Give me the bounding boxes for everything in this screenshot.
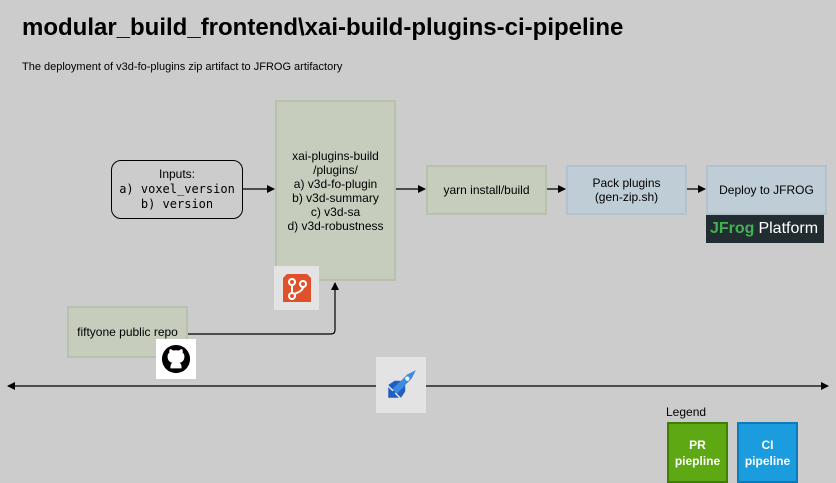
legend-ci-line1: CI	[761, 437, 774, 452]
arrow-fiftyone-to-build	[188, 282, 339, 335]
legend-pr-line1: PR	[689, 437, 706, 452]
inputs-line-version: b) version	[140, 197, 214, 211]
github-icon	[156, 339, 196, 379]
fiftyone-repo-box: fiftyone public repo	[67, 306, 188, 358]
build-line: c) v3d-sa	[310, 204, 361, 219]
build-line: /plugins/	[313, 162, 358, 177]
yarn-install-box: yarn install/build	[426, 165, 547, 215]
legend-pr-pipeline: PR piepline	[667, 422, 728, 483]
deploy-jfrog-label: Deploy to JFROG	[719, 183, 814, 197]
pack-plugins-script: (gen-zip.sh)	[594, 190, 659, 204]
build-plugins-box: xai-plugins-build /plugins/ a) v3d-fo-pl…	[275, 100, 396, 281]
inputs-box: Inputs: a) voxel_version b) version	[111, 160, 243, 219]
jfrog-brand: JFrog	[710, 220, 755, 237]
diagram-title: modular_build_frontend\xai-build-plugins…	[22, 14, 624, 41]
deploy-jfrog-box: Deploy to JFROG	[706, 165, 827, 215]
build-line: b) v3d-summary	[292, 190, 379, 205]
inputs-line-voxel-version: a) voxel_version	[119, 182, 235, 196]
azure-pipelines-icon	[376, 357, 426, 413]
inputs-heading: Inputs:	[158, 167, 196, 181]
jfrog-product: Platform	[758, 220, 819, 237]
legend-ci-line2: pipeline	[744, 453, 791, 468]
pack-plugins-box: Pack plugins (gen-zip.sh)	[566, 165, 687, 215]
legend-label: Legend	[666, 405, 707, 419]
build-line: d) v3d-robustness	[287, 218, 384, 233]
fiftyone-repo-label: fiftyone public repo	[77, 325, 178, 339]
pack-plugins-label: Pack plugins	[592, 176, 661, 190]
build-line: a) v3d-fo-plugin	[293, 176, 378, 191]
azure-repos-icon	[274, 266, 319, 310]
yarn-install-label: yarn install/build	[443, 183, 530, 197]
legend-ci-pipeline: CI pipeline	[737, 422, 798, 483]
build-line: xai-plugins-build	[292, 148, 379, 163]
legend-pr-line2: piepline	[674, 453, 721, 468]
diagram-subtitle: The deployment of v3d-fo-plugins zip art…	[22, 61, 343, 73]
